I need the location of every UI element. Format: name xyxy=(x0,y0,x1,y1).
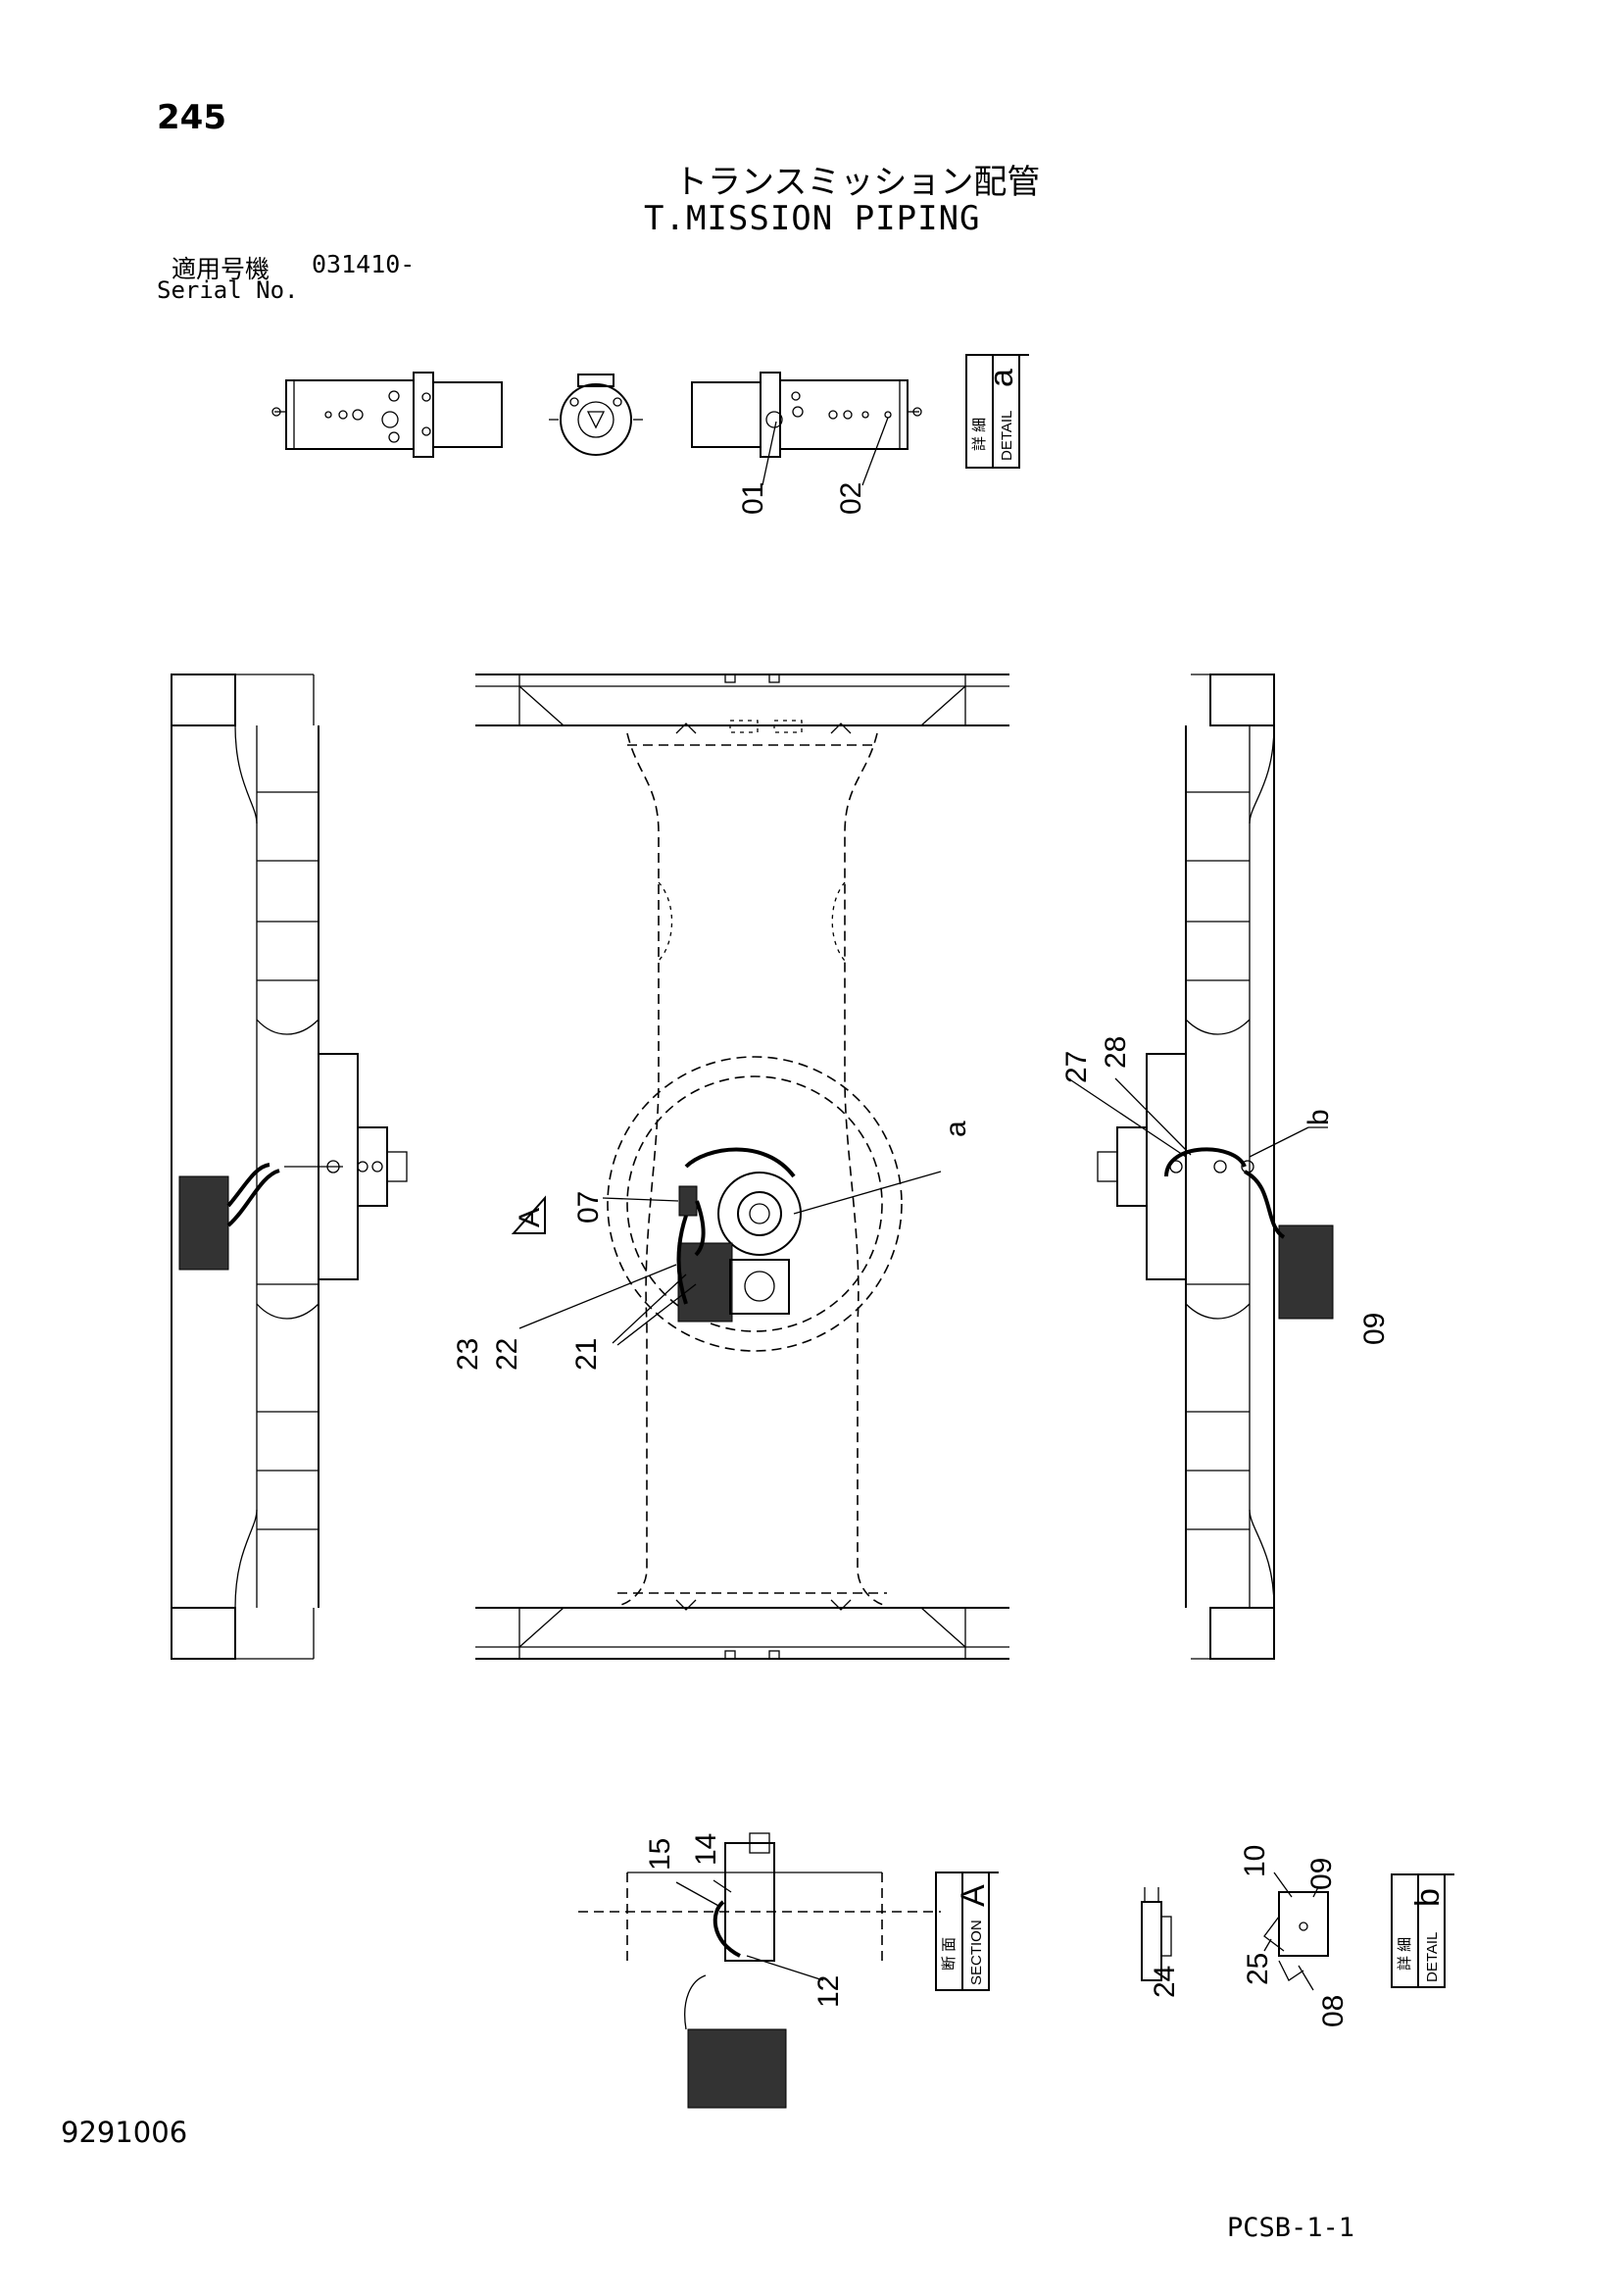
leader-12 xyxy=(746,1955,824,1981)
detail-b-box-text: 詳 細 DETAIL b xyxy=(1397,1888,1447,1982)
detail-a-right-cylinder xyxy=(691,372,922,458)
callout-21: 21 xyxy=(570,1338,603,1371)
callout-10: 10 xyxy=(1239,1845,1271,1877)
detail-a-view xyxy=(271,372,922,486)
detail-a-label-jp: 詳 細 xyxy=(971,418,988,451)
leader-10 xyxy=(1273,1872,1293,1898)
leader-01 xyxy=(762,421,777,486)
leader-09b xyxy=(1312,1886,1319,1898)
main-frame-center xyxy=(475,674,1009,1660)
detail-b-label-jp: 詳 細 xyxy=(1397,1937,1413,1971)
section-a-label-jp: 断 面 xyxy=(941,1937,958,1971)
callout-12: 12 xyxy=(812,1975,845,2008)
leader-21a xyxy=(612,1273,687,1344)
section-a-label-box xyxy=(935,1872,999,1991)
leader-21b xyxy=(616,1283,697,1346)
callout-14: 14 xyxy=(690,1833,722,1866)
leader-b xyxy=(1249,1126,1309,1158)
title-japanese: トランスミッション配管 xyxy=(674,163,1041,202)
callout-27: 27 xyxy=(1060,1051,1093,1083)
callout-15: 15 xyxy=(644,1838,676,1871)
section-a-view xyxy=(578,1832,941,2109)
section-a-label-en: SECTION xyxy=(968,1920,985,1985)
section-a-box-text: 断 面 SECTION A xyxy=(941,1884,992,1985)
callout-28: 28 xyxy=(1100,1036,1132,1069)
leader-25 xyxy=(1263,1938,1272,1952)
detail-a-front-view xyxy=(549,374,643,456)
title-english: T.MISSION PIPING xyxy=(644,199,981,238)
callout-09: 09 xyxy=(1358,1313,1391,1345)
serial-label-japanese: 適用号機 xyxy=(172,255,270,283)
page-number: 245 xyxy=(157,98,226,137)
serial-number-value: 031410- xyxy=(312,250,416,278)
detail-b-view xyxy=(1141,1872,1329,1991)
section-a-letter: A xyxy=(955,1884,992,1907)
leader-22 xyxy=(518,1264,677,1329)
detail-a-letter: a xyxy=(983,369,1020,387)
part-callouts: 01 02 07 21 22 23 27 28 09 15 14 12 10 0… xyxy=(452,482,1391,2027)
section-marker-letter: A xyxy=(514,1208,546,1227)
detail-b-letter: b xyxy=(1409,1888,1447,1907)
leader-02 xyxy=(861,417,889,486)
callout-23: 23 xyxy=(452,1338,484,1371)
detail-b-label-en: DETAIL xyxy=(1424,1932,1441,1982)
callout-25: 25 xyxy=(1242,1953,1274,1985)
sheet-code: PCSB-1-1 xyxy=(1227,2213,1355,2243)
detail-a-left-cylinder xyxy=(271,372,503,458)
serial-label-english: Serial No. xyxy=(157,276,299,304)
left-side-frame xyxy=(171,674,408,1660)
callout-08: 08 xyxy=(1317,1995,1350,2027)
leader-15 xyxy=(675,1881,721,1908)
callout-02: 02 xyxy=(835,482,867,515)
leader-a xyxy=(793,1171,942,1215)
section-a-marker xyxy=(511,1195,546,1234)
leader-27 xyxy=(1067,1077,1187,1158)
detail-a-box-text: 詳 細 DETAIL a xyxy=(971,369,1020,461)
leader-28 xyxy=(1114,1077,1192,1156)
detail-a-label-box xyxy=(965,354,1029,469)
document-number: 9291006 xyxy=(61,2116,188,2149)
detail-ref-a: a xyxy=(940,1121,972,1137)
leader-07 xyxy=(602,1197,679,1202)
callout-01: 01 xyxy=(737,482,769,515)
detail-ref-b: b xyxy=(1303,1109,1335,1125)
callout-22: 22 xyxy=(491,1338,523,1371)
callout-07: 07 xyxy=(572,1191,605,1223)
detail-a-label-en: DETAIL xyxy=(999,411,1015,461)
callout-09-detail: 09 xyxy=(1305,1858,1338,1890)
detail-b-label-box xyxy=(1391,1873,1454,1988)
callout-24: 24 xyxy=(1149,1966,1181,1998)
leader-14 xyxy=(713,1879,732,1893)
right-side-frame xyxy=(1067,674,1334,1660)
leader-08 xyxy=(1298,1965,1314,1991)
